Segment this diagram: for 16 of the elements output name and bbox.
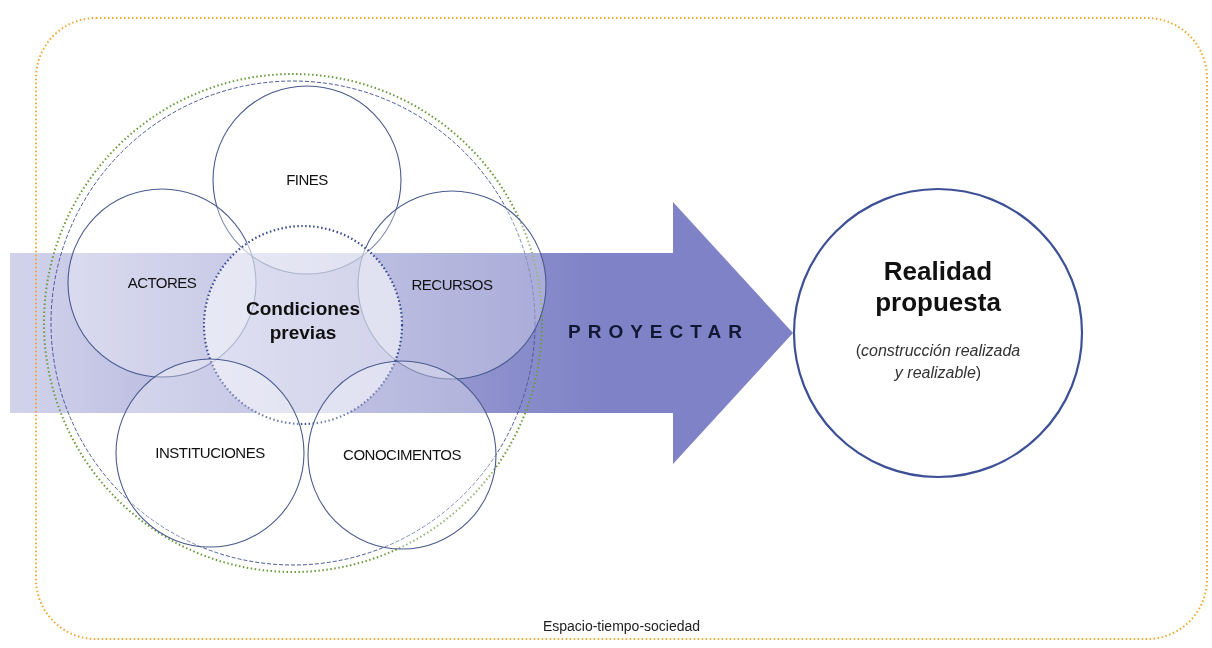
circle-label: RECURSOS [410, 276, 494, 293]
circle [203, 225, 403, 425]
circle [793, 188, 1083, 478]
circle [115, 358, 305, 548]
circle-subtitle: (construcción realizada y realizable) [854, 341, 1022, 383]
circle-label: ACTORES [126, 274, 198, 291]
circle-label: CONOCIMENTOS [342, 446, 462, 463]
circle-label: Condiciones previas [245, 297, 361, 345]
frame [35, 17, 1208, 640]
circle-label: INSTITUCIONES [154, 444, 266, 461]
frame-label: Espacio-tiempo-sociedad [541, 618, 702, 634]
circle-title: Realidad propuesta [874, 256, 1002, 319]
circle [307, 360, 497, 550]
circle-label: FINES [285, 171, 329, 188]
block-arrow [10, 202, 793, 464]
edge-label: PROYECTAR [568, 321, 749, 343]
